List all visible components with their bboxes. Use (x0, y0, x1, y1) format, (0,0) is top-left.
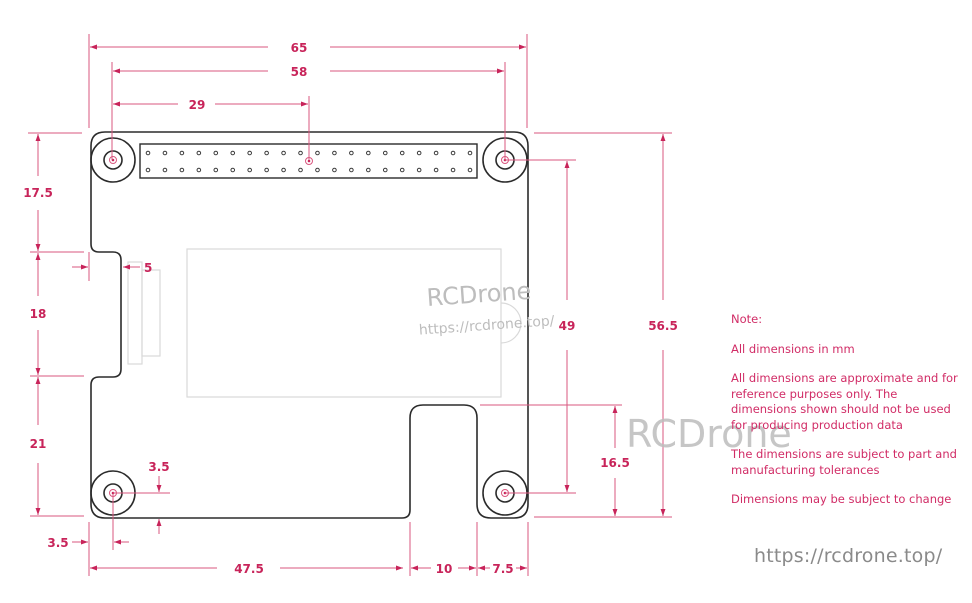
header-pin (145, 167, 151, 173)
note-item: Dimensions may be subject to change (731, 492, 952, 506)
dim-cutout-width: 10 (411, 562, 476, 576)
svg-text:47.5: 47.5 (234, 562, 264, 576)
svg-text:RCDrone: RCDrone (426, 277, 532, 312)
svg-text:3.5: 3.5 (148, 460, 169, 474)
watermark-right: RCDrone (626, 412, 792, 456)
header-pin (247, 150, 252, 156)
header-pin (332, 150, 337, 156)
dim-right-tab-width: 7.5 (478, 562, 527, 576)
mounting-hole-bottom-right (482, 470, 528, 516)
notes-panel: Note: All dimensions in mm All dimension… (731, 312, 961, 522)
header-pin (467, 150, 473, 156)
header-pin (298, 150, 303, 156)
header-pin (196, 167, 202, 173)
svg-text:5: 5 (144, 261, 152, 275)
dim-header-center: 29 (113, 96, 310, 160)
header-pin (315, 150, 320, 156)
header-pin (264, 167, 269, 173)
header-pin (382, 167, 388, 173)
dim-overall-width: 65 (88, 34, 528, 128)
note-item: All dimensions in mm (731, 341, 855, 356)
header-pin (196, 150, 202, 156)
dim-hole-inset-y: 3.5 (113, 460, 170, 534)
svg-text:18: 18 (30, 307, 47, 321)
svg-text:56.5: 56.5 (648, 319, 678, 333)
note-item: The dimensions are subject to part and m… (731, 447, 957, 477)
dim-bottom-left-segment: 47.5 (90, 562, 403, 576)
header-pin (213, 150, 219, 156)
header-pin (366, 167, 371, 173)
dim-notch-height: 18 (30, 253, 47, 375)
dim-cutout-depth: 16.5 (600, 406, 630, 516)
dim-top-to-notch: 17.5 (23, 134, 53, 251)
dim-overall-height: 56.5 (648, 134, 678, 516)
dim-hole-spacing-x: 58 (111, 62, 506, 160)
header-pin (450, 150, 456, 156)
dim-hole-spacing-y: 49 (559, 161, 576, 492)
header-pin (179, 150, 185, 156)
note-item: All dimensions are approximate and for r… (731, 371, 958, 432)
header-pin (467, 167, 473, 173)
display-area (186, 248, 522, 398)
header-pin (162, 167, 168, 173)
svg-text:49: 49 (559, 319, 576, 333)
svg-text:3.5: 3.5 (47, 536, 68, 550)
header-pin (179, 167, 185, 173)
header-pin (433, 150, 439, 156)
notes-title: Note: (731, 312, 763, 326)
svg-text:58: 58 (291, 65, 308, 79)
dim-hole-inset-x: 3.5 (47, 494, 129, 576)
header-pin (281, 167, 286, 173)
svg-text:https://rcdrone.top/: https://rcdrone.top/ (418, 313, 555, 338)
header-pin (433, 167, 439, 173)
board-outline (90, 131, 529, 519)
header-pin (230, 167, 236, 173)
mounting-hole-top-left (90, 137, 136, 183)
header-pin (281, 150, 286, 156)
header-pin (416, 150, 422, 156)
header-pin (264, 150, 269, 156)
header-pin (298, 167, 303, 173)
header-pin (230, 150, 236, 156)
header-pin (382, 150, 388, 156)
header-pin (399, 167, 405, 173)
dim-notch-to-bottom: 21 (30, 377, 47, 515)
header-pin (399, 150, 405, 156)
header-pin (366, 150, 371, 156)
svg-text:65: 65 (291, 41, 308, 55)
header-pin (349, 150, 354, 156)
header-pin (213, 167, 219, 173)
footer-url: https://rcdrone.top/ (754, 545, 943, 567)
svg-text:21: 21 (30, 437, 47, 451)
svg-text:7.5: 7.5 (492, 562, 513, 576)
header-pin (332, 167, 337, 173)
header-pin (315, 167, 320, 173)
svg-text:16.5: 16.5 (600, 456, 630, 470)
svg-text:17.5: 17.5 (23, 186, 53, 200)
watermark-center: RCDrone https://rcdrone.top/ (418, 277, 555, 339)
header-pin (247, 167, 252, 173)
dim-notch-depth: 5 (72, 252, 152, 281)
header-pin (349, 167, 354, 173)
header-pin (162, 150, 168, 156)
side-connector (127, 261, 161, 365)
header-pin (450, 167, 456, 173)
header-pin (416, 167, 422, 173)
header-pin (145, 150, 151, 156)
svg-text:10: 10 (436, 562, 453, 576)
svg-text:29: 29 (189, 98, 206, 112)
